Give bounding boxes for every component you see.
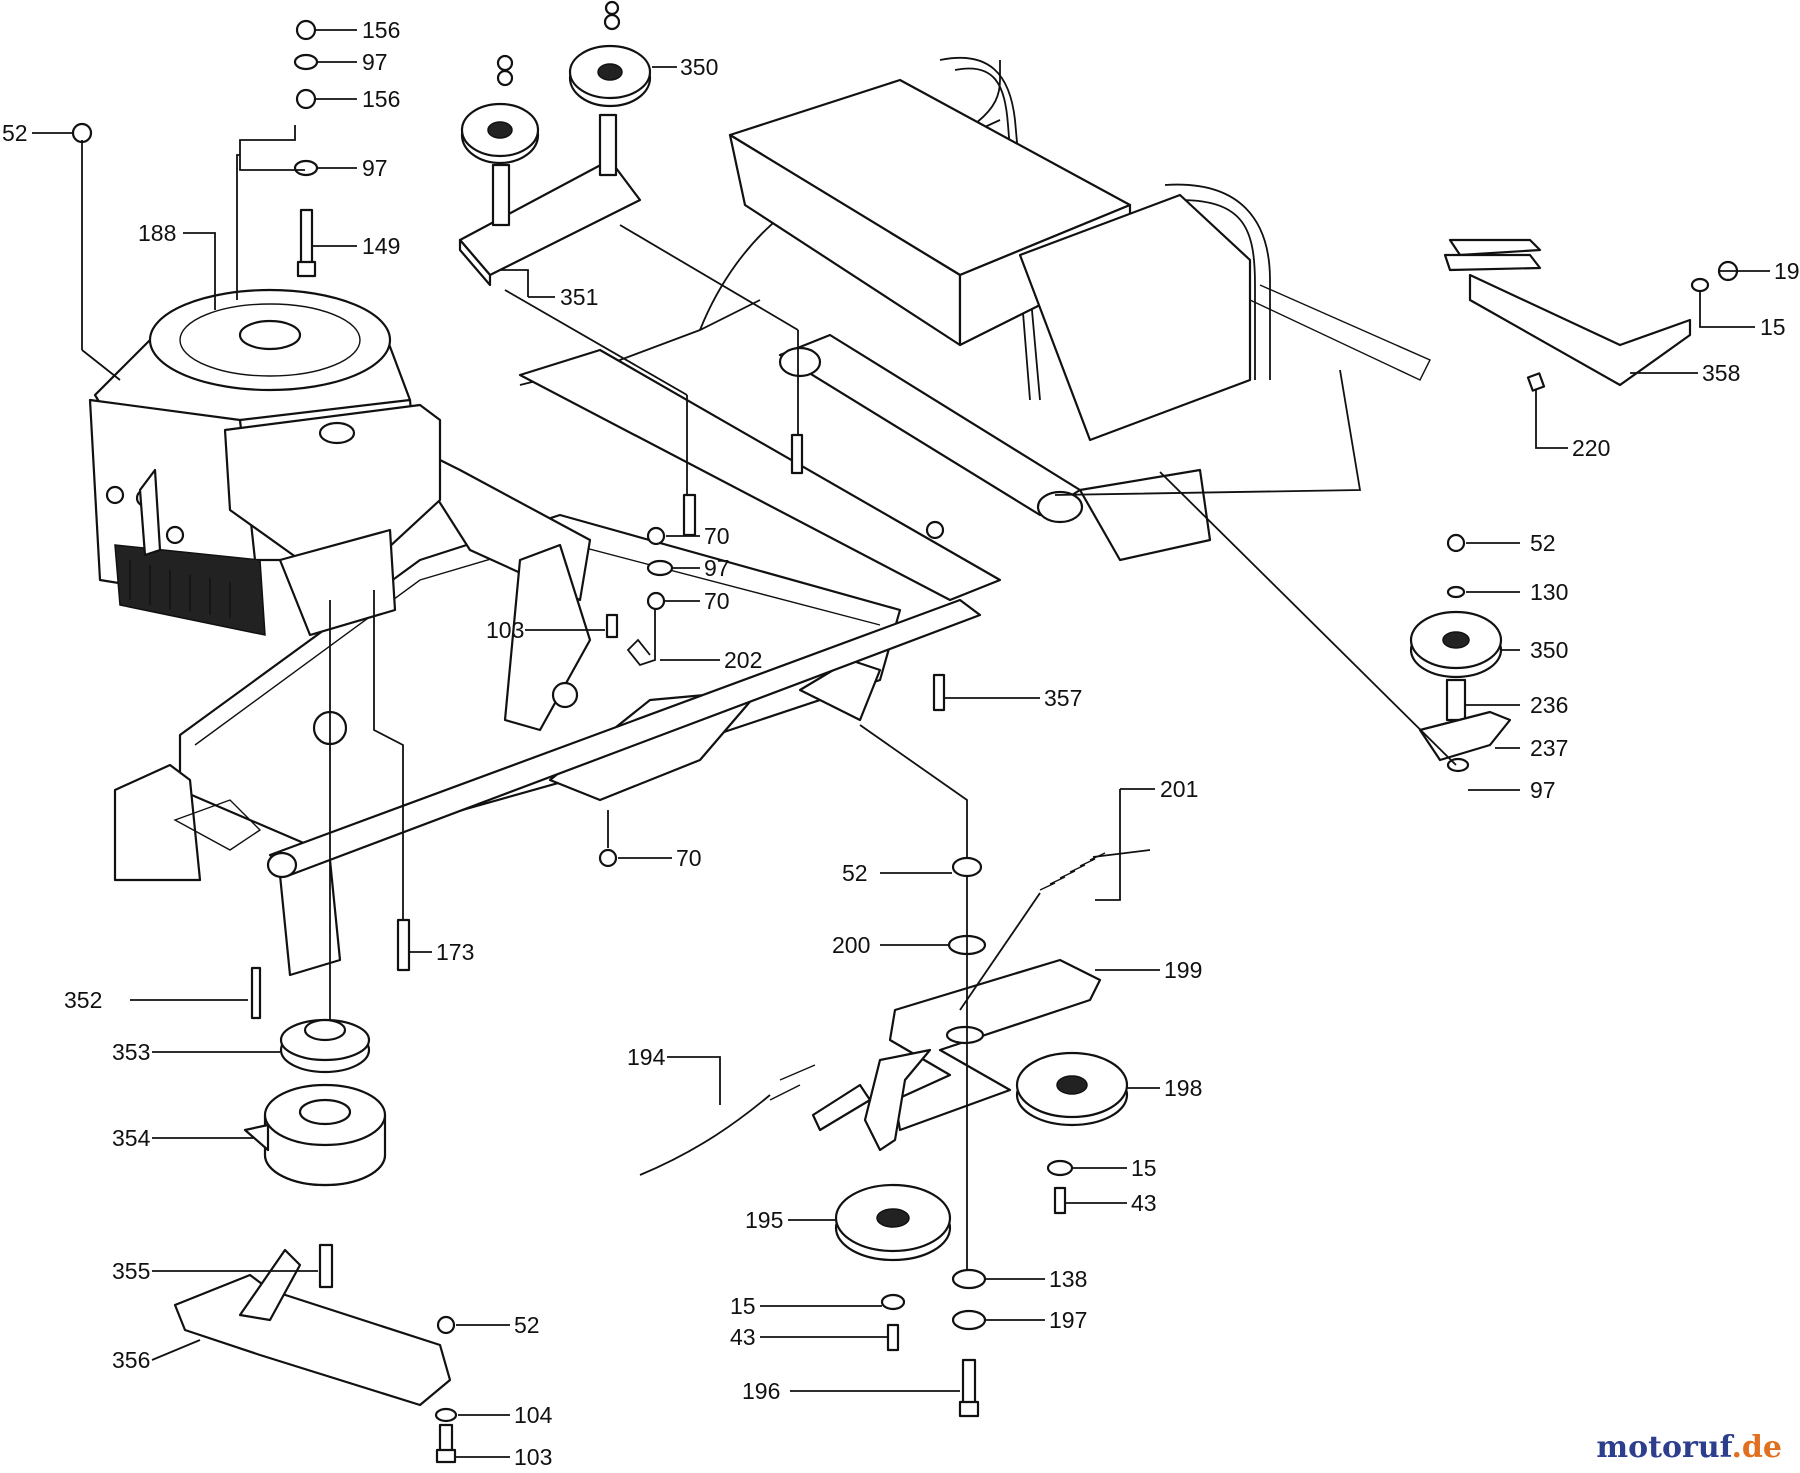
callout-351: 351 <box>560 284 598 310</box>
watermark-suffix: .de <box>1731 1430 1782 1465</box>
callout-70b: 70 <box>704 588 730 614</box>
callout-52a: 52 <box>2 120 28 146</box>
seat-rail-assembly <box>1443 238 1739 392</box>
callout-97d: 97 <box>704 555 730 581</box>
callout-97a: 97 <box>362 49 388 75</box>
callout-350b: 350 <box>1530 637 1568 663</box>
callout-52d: 52 <box>514 1312 540 1338</box>
callout-43a: 43 <box>1131 1190 1157 1216</box>
callout-188: 188 <box>138 220 176 246</box>
idler-arm-assembly <box>639 849 1151 1418</box>
callout-156b: 156 <box>362 86 400 112</box>
callout-52b: 52 <box>1530 530 1556 556</box>
pto-clutch-assembly <box>173 966 458 1464</box>
callout-194: 194 <box>627 1044 666 1070</box>
callout-labels: 156 97 156 97 149 52 188 351 350 19 15 3… <box>2 17 1800 1470</box>
callout-353: 353 <box>112 1039 150 1065</box>
callout-130: 130 <box>1530 579 1568 605</box>
callout-201: 201 <box>1160 776 1198 802</box>
engine-mount-hardware <box>71 19 319 278</box>
callout-237: 237 <box>1530 735 1568 761</box>
callout-103a: 103 <box>486 617 524 643</box>
callout-202: 202 <box>724 647 762 673</box>
callout-350a: 350 <box>680 54 718 80</box>
callout-355: 355 <box>112 1258 150 1284</box>
callout-15b: 15 <box>1131 1155 1157 1181</box>
callout-198: 198 <box>1164 1075 1202 1101</box>
callout-52c: 52 <box>842 860 868 886</box>
callout-70c: 70 <box>676 845 702 871</box>
callout-354: 354 <box>112 1125 151 1151</box>
callout-197: 197 <box>1049 1307 1087 1333</box>
callout-196: 196 <box>742 1378 780 1404</box>
callout-104: 104 <box>514 1402 553 1428</box>
callout-236: 236 <box>1530 692 1568 718</box>
callout-352: 352 <box>64 987 102 1013</box>
callout-156a: 156 <box>362 17 400 43</box>
callout-195: 195 <box>745 1207 783 1233</box>
callout-138: 138 <box>1049 1266 1087 1292</box>
callout-199: 199 <box>1164 957 1202 983</box>
callout-357: 357 <box>1044 685 1082 711</box>
leader-lines <box>32 29 1770 1458</box>
callout-19: 19 <box>1774 258 1800 284</box>
callout-149: 149 <box>362 233 400 259</box>
callout-70a: 70 <box>704 523 730 549</box>
callout-43b: 43 <box>730 1324 756 1350</box>
chassis-frame <box>113 56 1431 977</box>
callout-220: 220 <box>1572 435 1610 461</box>
callout-15a: 15 <box>1760 314 1786 340</box>
callout-97c: 97 <box>1530 777 1556 803</box>
callout-103b: 103 <box>514 1444 552 1470</box>
center-hardware <box>396 433 946 972</box>
engine <box>88 288 442 637</box>
callout-97b: 97 <box>362 155 388 181</box>
callout-358: 358 <box>1702 360 1740 386</box>
idler-bracket-assembly <box>458 0 652 287</box>
callout-173: 173 <box>436 939 474 965</box>
right-idler-assembly <box>1409 533 1512 773</box>
watermark-brand: motoruf <box>1596 1430 1732 1465</box>
callout-356: 356 <box>112 1347 150 1373</box>
callout-200: 200 <box>832 932 870 958</box>
watermark-logo: motoruf.de <box>1596 1430 1782 1465</box>
callout-15c: 15 <box>730 1293 756 1319</box>
